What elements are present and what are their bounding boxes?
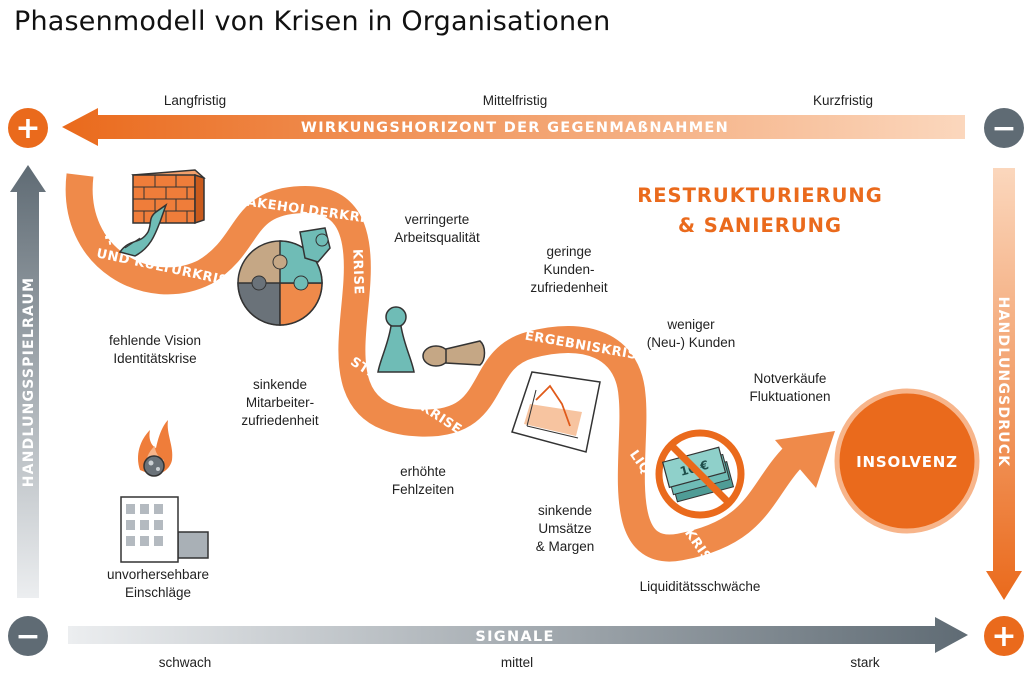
signals-tick-weak: schwach [158, 655, 212, 670]
horizon-tick-short: Kurzfristig [812, 93, 873, 108]
page-title: Phasenmodell von Krisen in Organisatione… [14, 6, 611, 37]
restructuring-title: RESTRUKTURIERUNG & SANIERUNG [620, 181, 900, 241]
annotation-emergency: Notverkäufe Fluktuationen [749, 371, 831, 404]
puzzle-icon [237, 227, 331, 326]
horizon-label: WIRKUNGSHORIZONT DER GEGENMAßNAHMEN [301, 120, 729, 136]
annotation-employee: sinkende Mitarbeiter- zufriedenheit [241, 377, 319, 428]
chart-sheet-icon [511, 371, 601, 453]
svg-text:+: + [991, 619, 1016, 654]
svg-text:−: − [991, 111, 1016, 146]
restructuring-line-2: & SANIERUNG [677, 214, 842, 237]
minus-icon-top-right: − [984, 108, 1024, 148]
horizon-tick-long: Langfristig [163, 93, 227, 108]
scope-label: HANDLUNGSSPIELRAUM [21, 277, 37, 487]
brick-wall-icon [118, 169, 206, 257]
svg-text:−: − [15, 619, 40, 654]
annotation-external: unvorhersehbare Einschläge [106, 567, 210, 600]
annotation-vision: fehlende Vision Identitätskrise [108, 333, 202, 366]
no-money-icon: 10 € [655, 429, 745, 519]
signals-tick-mid: mittel [500, 655, 534, 670]
restructuring-line-1: RESTRUKTURIERUNG [637, 184, 883, 207]
svg-text:+: + [15, 111, 40, 146]
signals-tick-strong: stark [850, 655, 880, 670]
minus-icon-bottom-left: − [8, 616, 48, 656]
pressure-arrow: HANDLUNGSDRUCK [986, 168, 1022, 600]
crisis-path [65, 173, 805, 562]
annotation-customer-satisfaction: geringe Kunden- zufriedenheit [530, 244, 608, 295]
plus-icon-top-left: + [8, 108, 48, 148]
signals-label: SIGNALE [475, 629, 554, 645]
horizon-tick-mid: Mittelfristig [482, 93, 548, 108]
annotation-absence: erhöhte Fehlzeiten [391, 464, 455, 497]
annotation-liquidity: Liquiditätsschwäche [639, 579, 761, 594]
scope-arrow: HANDLUNGSSPIELRAUM [10, 165, 46, 598]
meteor-icon [138, 420, 173, 477]
phase-label-stakeholder-tail: KRISE [349, 249, 366, 295]
plus-icon-bottom-right: + [984, 616, 1024, 656]
annotation-sales: sinkende Umsätze & Margen [535, 503, 595, 554]
annotation-work-quality: verringerte Arbeitsqualität [394, 212, 480, 245]
game-pieces-icon [377, 306, 486, 373]
insolvency-circle: INSOLVENZ [834, 388, 980, 534]
building-icon [120, 496, 209, 563]
crisis-arrowhead [775, 431, 835, 488]
insolvency-label: INSOLVENZ [856, 453, 958, 471]
horizon-arrow: WIRKUNGSHORIZONT DER GEGENMAßNAHMEN [62, 108, 965, 146]
annotation-new-customers: weniger (Neu-) Kunden [646, 317, 736, 350]
pressure-label: HANDLUNGSDRUCK [995, 297, 1011, 468]
signals-arrow: SIGNALE [68, 617, 968, 653]
